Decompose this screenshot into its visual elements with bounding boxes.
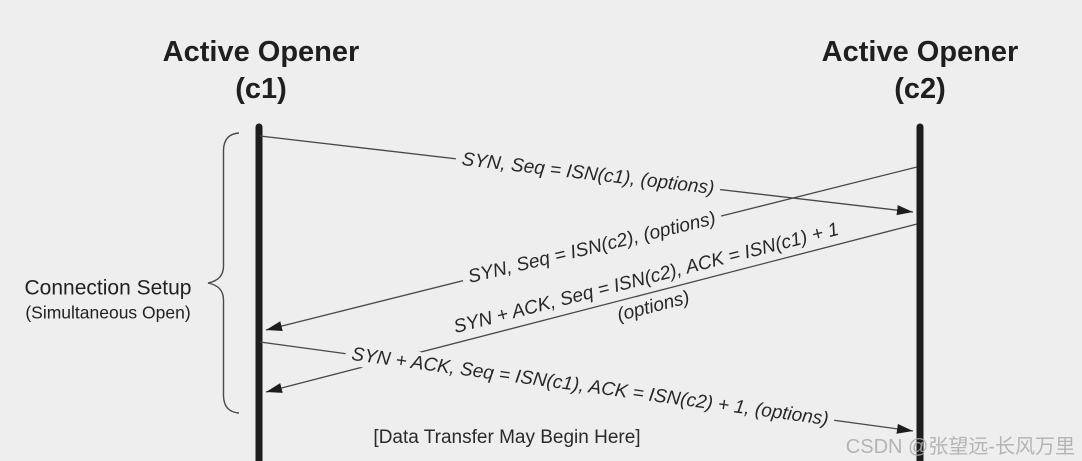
endpoint-title-c1: Active Opener (c1)	[163, 34, 360, 108]
phase-label-line2: (Simultaneous Open)	[25, 302, 191, 323]
endpoint-name-c1: Active Opener	[162, 36, 360, 68]
phase-brace	[207, 132, 240, 414]
endpoint-title-c2: Active Opener (c2)	[822, 34, 1019, 108]
endpoint-id-c2: (c2)	[894, 73, 946, 105]
endpoint-name-c2: Active Opener	[821, 36, 1019, 68]
data-transfer-footnote: [Data Transfer May Begin Here]	[373, 427, 641, 448]
phase-label-line1: Connection Setup	[24, 276, 192, 300]
endpoint-id-c1: (c1)	[235, 73, 287, 105]
csdn-watermark: CSDN @张望远-长风万里	[845, 436, 1075, 458]
phase-label: Connection Setup (Simultaneous Open)	[25, 275, 192, 324]
